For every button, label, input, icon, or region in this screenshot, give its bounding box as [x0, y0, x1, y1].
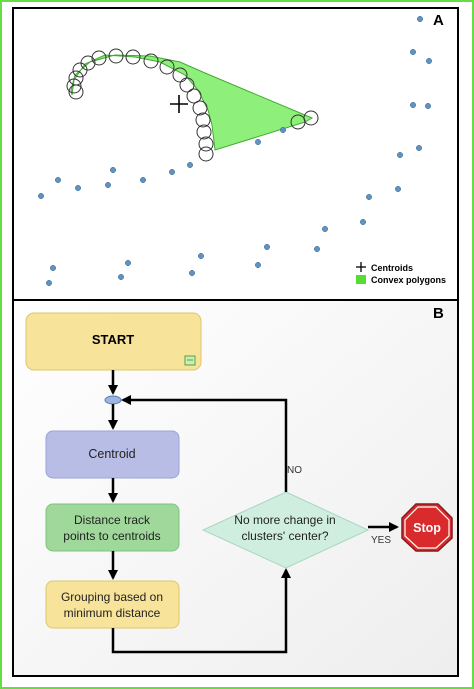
distance-label-1: Distance track	[74, 513, 151, 527]
decision-label-1: No more change in	[234, 513, 335, 527]
start-label: START	[92, 332, 134, 347]
merge-connector	[104, 395, 122, 405]
legend: Centroids Convex polygons	[356, 262, 446, 285]
arrow-no-loop	[121, 395, 288, 492]
stop-sign	[401, 503, 453, 552]
track-points	[38, 16, 432, 286]
no-label: NO	[287, 465, 302, 476]
panel-b: B START Centroid Distance track points t…	[12, 299, 459, 677]
arrow-grouping-decision	[111, 568, 291, 654]
panel-a-label: A	[433, 12, 444, 29]
panel-a-border	[12, 7, 459, 301]
yes-label: YES	[371, 535, 391, 546]
centroid-marker	[170, 95, 188, 113]
panel-b-label: B	[433, 305, 444, 322]
stop-sign-rim	[404, 506, 450, 549]
legend-convex-label: Convex polygons	[371, 275, 446, 285]
panel-a: A	[12, 7, 459, 301]
decision-diamond	[201, 491, 370, 569]
grouping-label-1: Grouping based on	[61, 590, 163, 604]
boundary-circles	[66, 48, 319, 162]
legend-centroid-icon	[356, 262, 366, 272]
distance-box	[45, 503, 180, 552]
distance-label-2: points to centroids	[63, 529, 160, 543]
decision-label-2: clusters' center?	[242, 529, 329, 543]
legend-polygon-icon	[356, 275, 366, 284]
centroid-label: Centroid	[88, 447, 135, 461]
legend-centroids-label: Centroids	[371, 263, 413, 273]
grouping-label-2: minimum distance	[64, 606, 161, 620]
grouping-box	[45, 580, 180, 629]
stop-label: Stop	[413, 521, 441, 535]
